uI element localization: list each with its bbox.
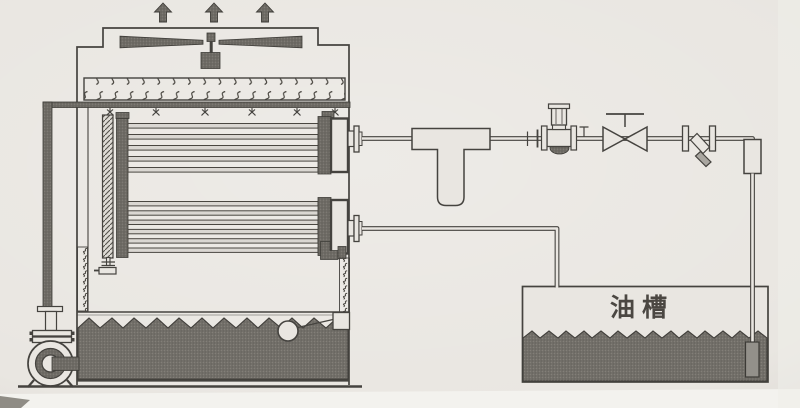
oil-supply-pipe: [362, 103, 762, 378]
pump-feet: [27, 379, 74, 388]
basin-water: [77, 317, 349, 380]
axial-fan: [119, 32, 303, 69]
pump-circuit: [27, 101, 80, 388]
downcomer-fitting: [743, 138, 762, 175]
flange: [570, 125, 578, 151]
up-arrow-icon: [256, 2, 274, 23]
makeup-valve-box: [332, 311, 351, 331]
circulating-pump: [27, 305, 80, 388]
flange: [540, 125, 548, 151]
flange: [708, 125, 717, 152]
oil-tank: 油槽: [521, 285, 769, 383]
up-arrow-icon: [154, 2, 172, 23]
bonnet-cap: [547, 103, 571, 110]
air-inlet-louver-right: [339, 257, 350, 313]
float-valve: [277, 311, 351, 342]
header-drain-fitting: [94, 256, 117, 275]
flange: [31, 329, 73, 337]
thermometer-pocket: [411, 127, 491, 207]
fan-blade-right: [218, 35, 303, 49]
riser-pipe: [42, 101, 53, 309]
valve-body: [546, 128, 572, 148]
float-ball: [277, 320, 299, 342]
exhaust-arrows: [154, 2, 274, 23]
y-strainer: [681, 125, 717, 168]
right-outlet-header-upper: [317, 111, 363, 175]
oil-surface: [522, 330, 768, 382]
suction-strainer: [744, 341, 760, 378]
up-arrow-icon: [205, 2, 223, 23]
strainer-leg: [689, 132, 711, 155]
tube-bundle-lower: [127, 201, 319, 253]
oil-tank-label: 油槽: [610, 293, 674, 322]
fan-hub: [206, 32, 216, 42]
strainer-cap: [694, 150, 712, 168]
flange: [36, 305, 64, 313]
valve-wedge-right: [623, 125, 648, 153]
cooling-tower: [42, 2, 363, 385]
oil-return-pipe: [362, 226, 560, 288]
flange: [681, 125, 690, 152]
fan-shaft: [209, 41, 213, 53]
right-outlet-header-lower: [317, 197, 363, 260]
left-header: [94, 112, 130, 275]
fan-blade-left: [119, 35, 204, 49]
outlet-nozzle: [347, 219, 355, 237]
petcock-fitting: [579, 126, 589, 137]
air-inlet-louver-left: [77, 246, 88, 312]
valve-wedge-left: [602, 125, 627, 153]
spray-nozzles: [105, 107, 340, 117]
water-basin: [77, 311, 351, 382]
tower-shell: [76, 27, 350, 385]
spray-header: [42, 101, 351, 117]
tube-bundle-upper: [127, 123, 319, 173]
drift-eliminator: [83, 77, 346, 101]
spring-bonnet: [550, 106, 568, 126]
flange: [353, 214, 360, 243]
pump-suction-pipe: [51, 356, 80, 371]
pressure-regulating-valve: [540, 103, 578, 155]
flange: [353, 125, 360, 153]
globe-valve: [602, 113, 648, 153]
fan-motor: [200, 52, 221, 69]
outlet-nozzle: [347, 130, 355, 148]
